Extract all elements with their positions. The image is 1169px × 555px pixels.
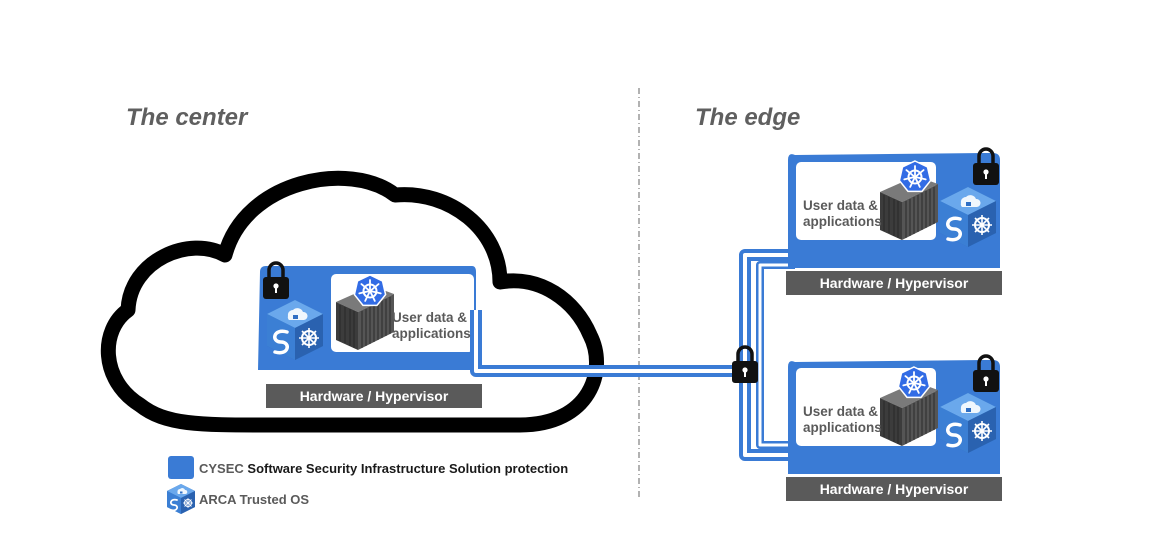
legend-protection-text: Software Security Infrastructure Solutio…: [247, 461, 569, 476]
edge-bottom-hardware-bar: Hardware / Hypervisor: [786, 477, 1002, 501]
kubernetes-icon: [353, 274, 387, 307]
legend-protection-label: CYSEC Software Security Infrastructure S…: [199, 461, 568, 476]
center-userdata-line1: User data &: [392, 310, 468, 325]
legend-os-label: ARCA Trusted OS: [199, 492, 309, 507]
edge-heading: The edge: [695, 104, 801, 131]
center-heading: The center: [126, 104, 248, 131]
legend-brand: CYSEC: [199, 461, 244, 476]
edge-bottom-userdata-line2: applications: [803, 420, 882, 435]
edge-bottom-userdata-label: User data & applications: [803, 404, 882, 436]
center-userdata-label: User data & applications: [392, 310, 471, 342]
legend-os-text: ARCA Trusted OS: [199, 492, 310, 507]
kubernetes-icon: [897, 366, 931, 399]
legend-protection-swatch: [168, 456, 194, 479]
edge-top-userdata-line1: User data &: [803, 198, 879, 213]
center-userdata-line2: applications: [392, 326, 471, 341]
legend-arca-icon: [166, 483, 196, 515]
edge-top-userdata-label: User data & applications: [803, 198, 882, 230]
kubernetes-icon: [898, 160, 932, 193]
center-hardware-bar: Hardware / Hypervisor: [266, 384, 482, 408]
edge-top-hardware-bar: Hardware / Hypervisor: [786, 271, 1002, 295]
edge-top-userdata-line2: applications: [803, 214, 882, 229]
edge-bottom-userdata-line1: User data &: [803, 404, 879, 419]
